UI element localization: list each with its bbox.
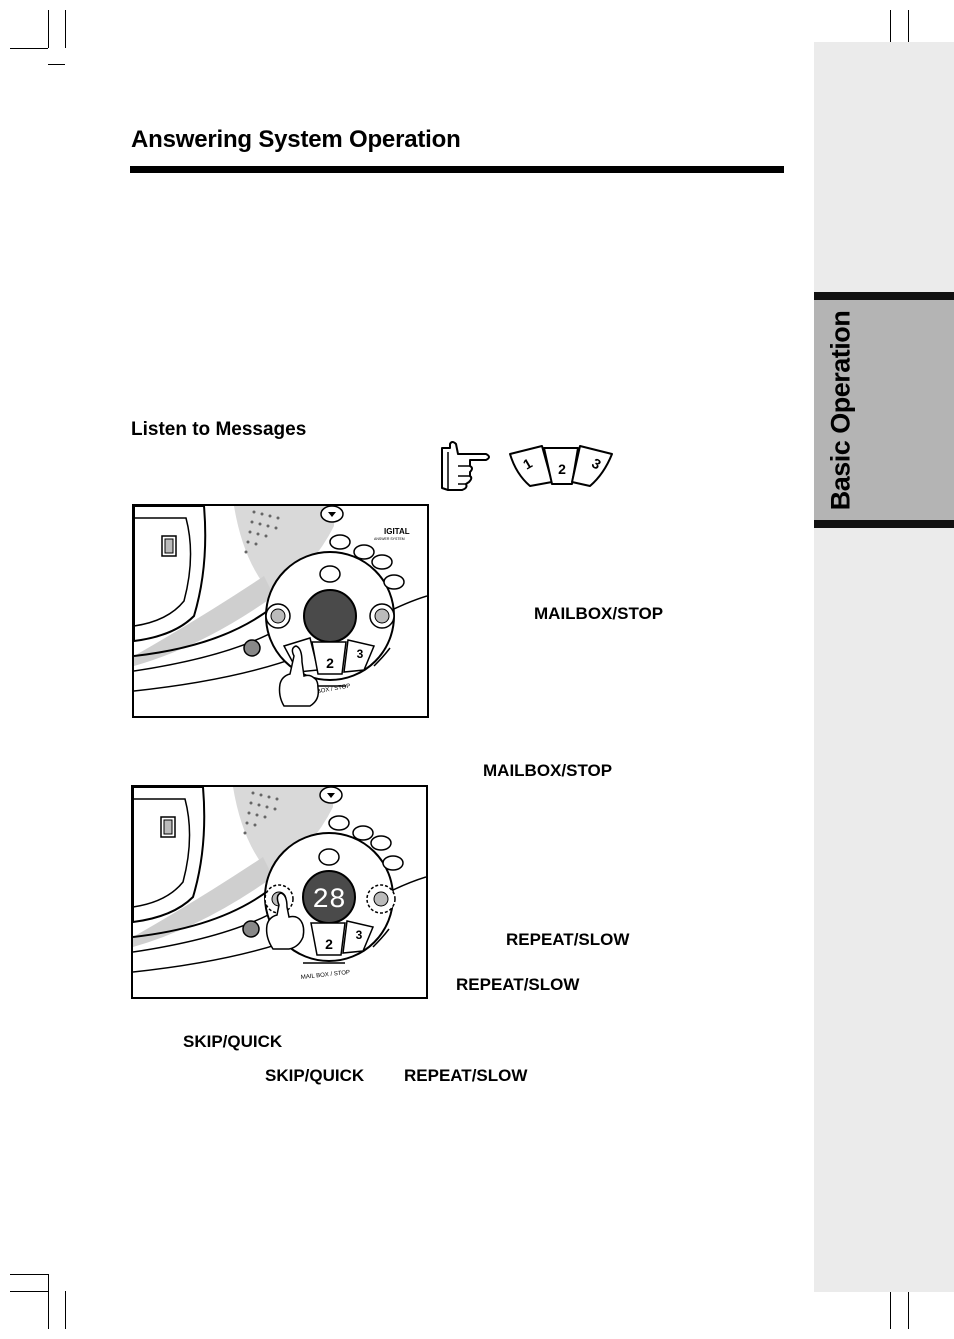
side-tab: [814, 292, 954, 528]
repeat-slow-label-b: REPEAT/SLOW: [456, 975, 580, 994]
mailbox-stop-label-b: MAILBOX/STOP: [483, 761, 613, 780]
mailbox-keys-icon: 1 2 3: [509, 445, 613, 487]
illus2-key-2: 2: [325, 936, 333, 952]
key-2-label: 2: [558, 461, 566, 477]
skip-quick-label-b: SKIP/QUICK: [265, 1066, 365, 1085]
side-panel: [814, 42, 954, 1292]
illus1-key-2: 2: [326, 655, 334, 671]
phone-illustration-1: 2 3 IGITAL ANSWER SYSTEM MAIL BOX / STOP: [132, 504, 429, 718]
page-title: Answering System Operation: [131, 126, 461, 153]
display-2: 28: [312, 885, 346, 916]
side-tab-label: Basic Operation: [825, 310, 856, 510]
phone-illustration-2: 28 2 3 MAIL BOX / STOP: [131, 785, 428, 999]
repeat-slow-label-a: REPEAT/SLOW: [506, 930, 630, 949]
side-tab-label-wrap: Basic Operation: [814, 292, 868, 528]
mailbox-stop-label-a: MAILBOX/STOP: [534, 604, 664, 623]
pointing-hand-icon: [441, 441, 490, 491]
skip-quick-label-a: SKIP/QUICK: [183, 1032, 283, 1051]
repeat-slow-label-c: REPEAT/SLOW: [404, 1066, 528, 1085]
mailbox-stop-label-2: MAIL BOX / STOP: [301, 970, 351, 981]
brand-label: IGITAL: [384, 527, 410, 536]
illus1-key-3: 3: [357, 647, 364, 661]
brand-sub-label: ANSWER SYSTEM: [374, 537, 405, 541]
section-heading: Listen to Messages: [131, 419, 307, 440]
illus2-key-3: 3: [356, 928, 363, 942]
title-rule: [130, 166, 784, 173]
